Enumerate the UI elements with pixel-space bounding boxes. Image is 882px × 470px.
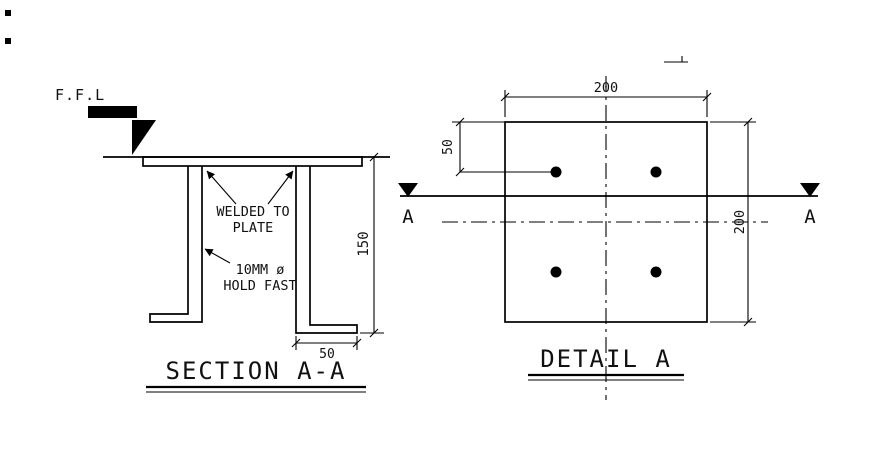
ffl-level-bar (88, 106, 137, 118)
base-plate (142, 156, 363, 167)
section-marker-left-label: A (402, 206, 414, 228)
dim-top-tick-right (702, 92, 712, 102)
welded-leader-left (206, 170, 237, 205)
ffl-level-wedge-icon (132, 120, 156, 155)
dim-150-tick-bottom (369, 328, 379, 338)
dim-left-text: 50 (441, 139, 456, 155)
welded-leader-right (267, 170, 294, 205)
dim-150: 150 (356, 152, 384, 338)
section-title-block: SECTION A-A (146, 357, 366, 393)
dim-right-text: 200 (732, 210, 748, 234)
dim-50-text: 50 (319, 347, 335, 362)
dim-left-tick-bottom (455, 167, 465, 177)
dim-right-tick-top (743, 117, 753, 127)
detail-title-block: DETAIL A (528, 345, 684, 381)
reference-tick-mark (664, 56, 688, 63)
welded-note-line1: WELDED TO (216, 204, 289, 220)
dim-50-tick-right (352, 338, 362, 348)
detail-title: DETAIL A (540, 345, 672, 373)
welded-note: WELDED TO PLATE (206, 170, 294, 236)
dim-top-text: 200 (594, 80, 618, 96)
holdfast-note-line2: HOLD FAST (223, 278, 296, 294)
holdfast-note: 10MM ø HOLD FAST (204, 248, 297, 294)
edge-mark-top (5, 10, 11, 16)
right-holdfast-angle (295, 166, 358, 334)
dim-150-tick-top (369, 152, 379, 162)
dim-right-200: 200 (710, 117, 756, 327)
section-aa-view: F.F.L 150 (55, 86, 390, 393)
section-arrow-left-icon (398, 183, 418, 197)
section-title: SECTION A-A (166, 357, 347, 385)
dim-left-50: 50 (441, 117, 556, 177)
holdfast-leader (204, 248, 231, 264)
ffl-label: F.F.L (55, 86, 105, 104)
dim-right-tick-bottom (743, 317, 753, 327)
dim-50-tick-left (291, 338, 301, 348)
holdfast-note-line1: 10MM ø (236, 262, 285, 278)
welded-note-line2: PLATE (233, 220, 274, 236)
dim-foot-50: 50 (291, 336, 362, 362)
edge-mark-bottom (5, 38, 11, 44)
dim-left-tick-top (455, 117, 465, 127)
left-holdfast-angle (149, 166, 203, 323)
plate-outline (504, 121, 708, 323)
bolt-hole-bottom-right (650, 266, 662, 278)
dim-top-tick-left (500, 92, 510, 102)
dim-top-200: 200 (500, 80, 712, 117)
section-marker-right-label: A (804, 206, 816, 228)
detail-a-view: A A 200 (398, 56, 820, 400)
section-arrow-right-icon (800, 183, 820, 197)
bolt-hole-top-right (650, 166, 662, 178)
bolt-hole-bottom-left (550, 266, 562, 278)
dim-150-text: 150 (356, 231, 372, 256)
